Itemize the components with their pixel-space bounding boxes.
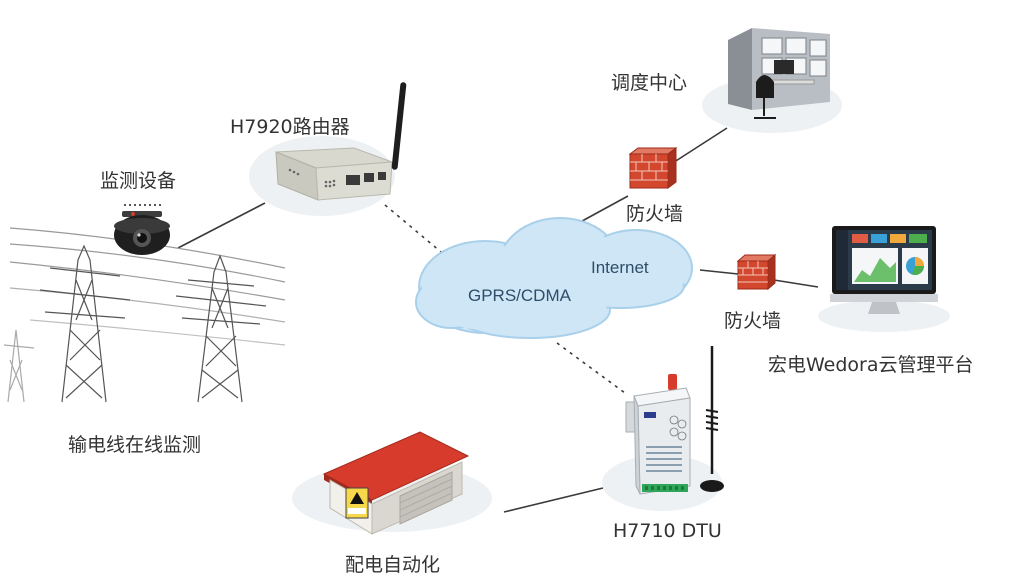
router-icon — [249, 82, 407, 216]
monitor-dashboard-icon — [818, 226, 950, 332]
dtu-house-line — [503, 487, 604, 513]
router-label: H7920路由器 — [230, 116, 350, 138]
cloud-dtu-dotted-line — [556, 342, 626, 394]
cloud-right-label: Internet — [591, 258, 649, 277]
firewall-icon — [736, 253, 777, 291]
powerline-label: 输电线在线监测 — [68, 434, 202, 456]
tower-right — [175, 254, 267, 403]
camera-router-line — [177, 202, 266, 249]
dome-camera-icon — [114, 204, 170, 255]
firewall-top-dispatch-line — [667, 127, 728, 167]
firewall-icon — [628, 147, 678, 189]
dispatch-label: 调度中心 — [611, 72, 688, 94]
monitor-device-label: 监测设备 — [100, 170, 177, 192]
distribution-label: 配电自动化 — [345, 554, 441, 576]
platform-label: 宏电Wedora云管理平台 — [768, 354, 974, 376]
substation-house-icon — [292, 431, 492, 535]
tower-left — [39, 244, 131, 403]
firewall-right-label: 防火墙 — [724, 310, 782, 332]
dtu-device-icon — [602, 346, 724, 511]
dtu-label: H7710 DTU — [613, 520, 722, 542]
firewall-right-monitor-line — [773, 279, 819, 288]
connectors — [177, 127, 819, 513]
power-tower-icon — [3, 227, 286, 403]
cloud-left-label: GPRS/CDMA — [468, 286, 571, 305]
firewall-top-label: 防火墙 — [626, 203, 684, 225]
router-cloud-dotted-line — [384, 204, 448, 258]
dispatch-office-icon — [702, 28, 842, 133]
tower-far — [3, 329, 35, 403]
cloud-firewall-right-line — [699, 269, 739, 275]
cloud-fill-overlay — [419, 221, 689, 335]
router-antenna — [391, 82, 407, 170]
